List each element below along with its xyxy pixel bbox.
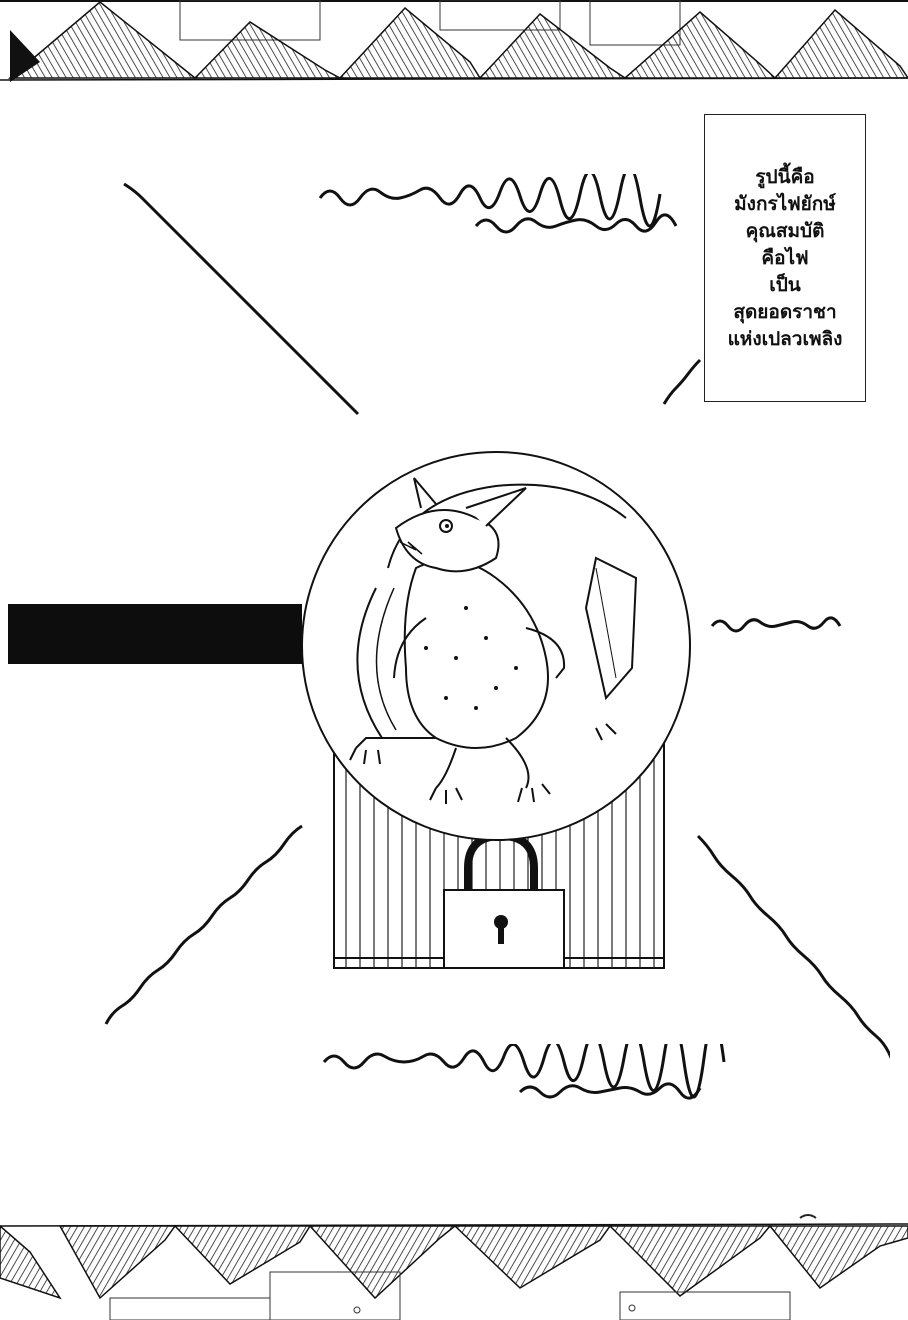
scribble-box-edge xyxy=(662,358,702,405)
caption-line: สุดยอดราชา xyxy=(733,300,837,323)
bottom-zigzag-border xyxy=(0,1214,908,1320)
scribble-lower-right xyxy=(696,834,890,1060)
caption-line: มังกรไฟยักษ์ xyxy=(734,192,836,215)
caption-line: คุณสมบัติ xyxy=(745,219,825,242)
scribble-bottom xyxy=(322,1044,726,1100)
padlock-icon xyxy=(443,831,565,969)
scribble-lower-left xyxy=(104,824,303,1025)
caption-line: รูปนี้คือ xyxy=(755,165,815,188)
caption-box: รูปนี้คือ มังกรไฟยักษ์ คุณสมบัติ คือไฟ เ… xyxy=(704,114,866,402)
scribble-right xyxy=(710,616,842,633)
dragon-illustration xyxy=(301,451,691,969)
caption-line: คือไฟ xyxy=(761,246,809,269)
caption-line: แห่งเปลวเพลิง xyxy=(727,327,843,350)
caption-line: เป็น xyxy=(769,273,801,296)
top-zigzag-border xyxy=(0,0,908,82)
scribble-top xyxy=(318,174,678,234)
scribble-upper-left xyxy=(123,182,360,416)
black-bar xyxy=(8,604,302,664)
